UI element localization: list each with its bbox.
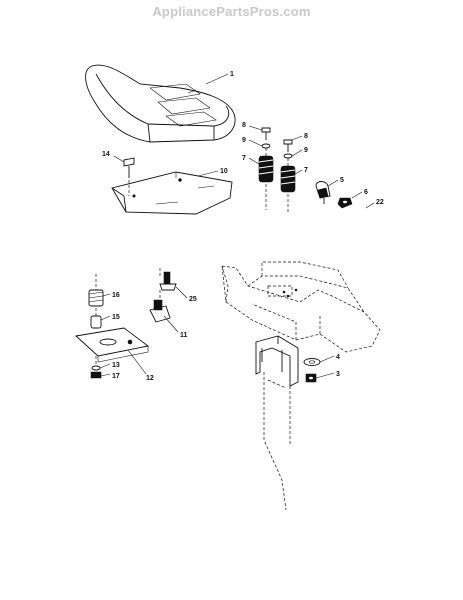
bolt-part-3 [305, 373, 317, 383]
callout-17: 17 [112, 373, 120, 380]
knob-part-5 [315, 181, 331, 204]
callout-14: 14 [102, 151, 110, 158]
callout-22: 22 [376, 199, 384, 206]
spring-assembly-left [258, 127, 274, 210]
lower-mid-assembly [149, 268, 177, 323]
callout-9-right: 9 [304, 147, 308, 154]
callout-4: 4 [336, 354, 340, 361]
seat-pan-part-10 [111, 171, 233, 215]
callout-9-left: 9 [242, 137, 246, 144]
callout-6: 6 [364, 189, 368, 196]
callout-1: 1 [230, 71, 234, 78]
callout-8-right: 8 [304, 133, 308, 140]
callout-11: 11 [180, 332, 188, 339]
frame-outline [221, 261, 381, 353]
callout-3: 3 [336, 371, 340, 378]
callout-16: 16 [112, 292, 120, 299]
spring-assembly-right [280, 139, 296, 212]
callout-15: 15 [112, 314, 120, 321]
callout-12: 12 [146, 375, 154, 382]
callout-25: 25 [189, 296, 197, 303]
callout-8-left: 8 [242, 122, 246, 129]
mount-bracket [255, 335, 299, 387]
callout-5: 5 [340, 177, 344, 184]
bolt-part-14 [123, 157, 135, 196]
callout-7-right: 7 [304, 167, 308, 174]
callout-10: 10 [220, 168, 228, 175]
nut-part-6 [337, 197, 353, 209]
seat-part-1 [85, 64, 236, 143]
callout-7-left: 7 [242, 155, 246, 162]
leader-lines [99, 73, 375, 379]
lower-left-assembly [75, 274, 150, 379]
washer-part-4 [303, 358, 321, 366]
callout-13: 13 [112, 362, 120, 369]
frame-lower-dashed [263, 372, 291, 511]
watermark-text: AppliancePartsPros.com [152, 4, 311, 19]
